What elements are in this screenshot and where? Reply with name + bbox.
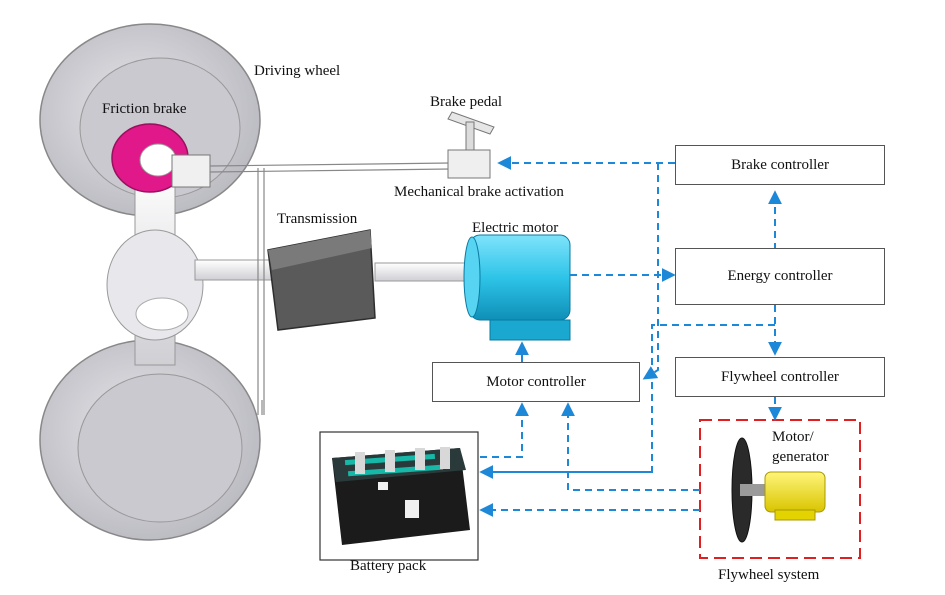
- motor-generator-unit: [764, 471, 826, 521]
- flywheel-controller-box: Flywheel controller: [675, 357, 885, 397]
- driving-wheel-label: Driving wheel: [254, 63, 341, 79]
- electric-motor-body: [463, 234, 571, 341]
- brake-pedal-label: Brake pedal: [430, 94, 503, 110]
- flywheel-controller-label: Flywheel controller: [721, 368, 839, 385]
- motor-generator-label-line2: generator: [772, 449, 829, 465]
- energy-controller-box: Energy controller: [675, 248, 885, 305]
- brake-pedal-icon: [447, 111, 495, 179]
- transmission-gearbox: [267, 229, 376, 331]
- flywheel-system-label: Flywheel system: [718, 567, 820, 583]
- energy-controller-label: Energy controller: [727, 268, 833, 284]
- battery-pack-image: [319, 431, 479, 561]
- motor-controller-label: Motor controller: [486, 373, 586, 390]
- rear-wheel: [39, 339, 261, 541]
- signal-lines: [479, 156, 782, 517]
- flywheel-disc: [731, 437, 768, 543]
- brake-controller-label: Brake controller: [731, 156, 829, 173]
- friction-brake-disc: [111, 123, 211, 193]
- transmission-label: Transmission: [277, 211, 358, 227]
- motor-controller-box: Motor controller: [432, 362, 640, 402]
- friction-brake-label: Friction brake: [102, 101, 187, 117]
- motor-generator-label-line1: Motor/: [772, 429, 814, 445]
- battery-pack-label: Battery pack: [350, 558, 427, 574]
- brake-linkage: [209, 162, 451, 415]
- brake-controller-box: Brake controller: [675, 145, 885, 185]
- mechanical-brake-activation-label: Mechanical brake activation: [394, 184, 564, 200]
- drive-shaft: [374, 262, 476, 282]
- differential: [106, 164, 276, 366]
- electric-motor-label: Electric motor: [472, 220, 559, 236]
